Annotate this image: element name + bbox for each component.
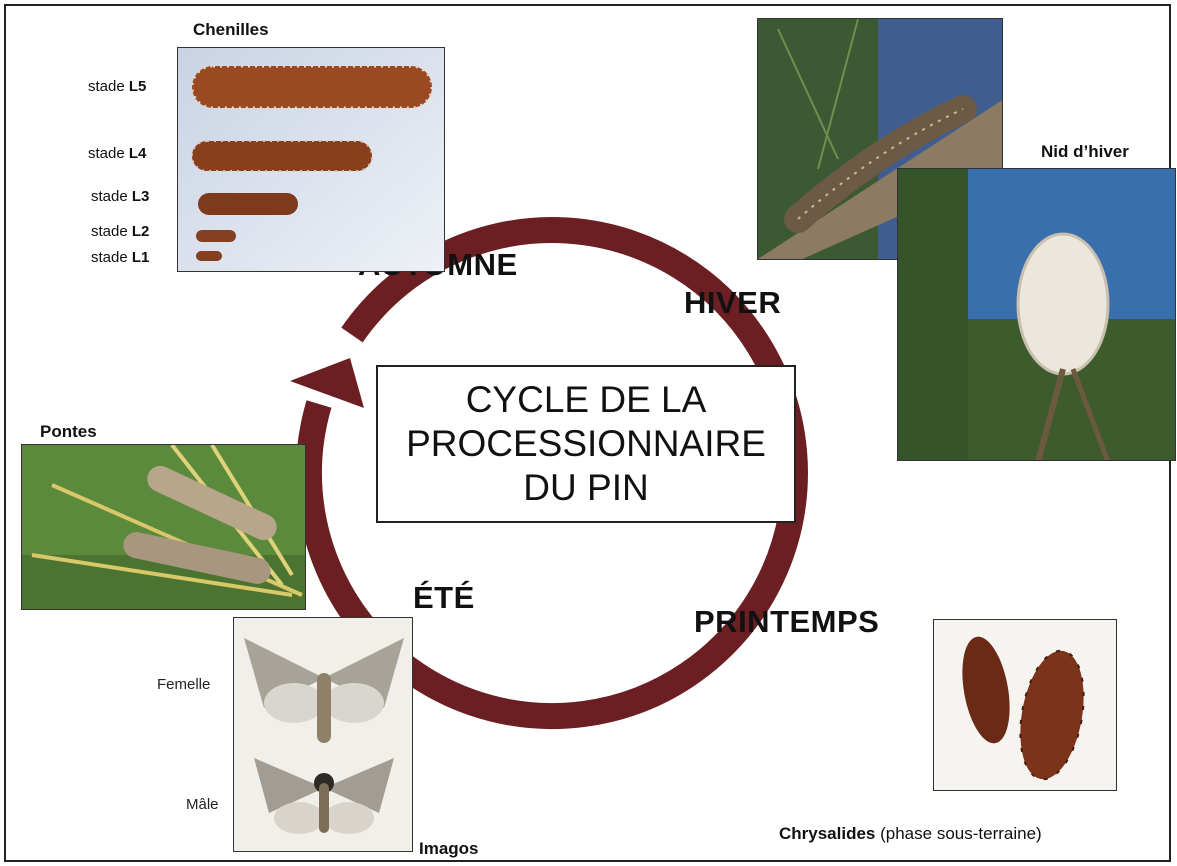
adults-label: Imagos bbox=[419, 839, 479, 859]
stage-l3: stade L3 bbox=[91, 188, 149, 205]
eggs-photo bbox=[21, 444, 306, 610]
title-line-1: CYCLE DE LA bbox=[466, 378, 707, 422]
adults-photo bbox=[233, 617, 413, 852]
title-line-2: PROCESSIONNAIRE bbox=[406, 422, 766, 466]
caterpillars-photo bbox=[177, 47, 445, 272]
cycle-title-box: CYCLE DE LA PROCESSIONNAIRE DU PIN bbox=[376, 365, 796, 523]
stage-l2: stade L2 bbox=[91, 223, 149, 240]
winter-nest-label: Nid d’hiver bbox=[1041, 142, 1129, 162]
female-label: Femelle bbox=[157, 676, 210, 693]
cycle-arrowhead bbox=[290, 358, 364, 408]
stage-l4: stade L4 bbox=[88, 145, 146, 162]
stage-l5: stade L5 bbox=[88, 78, 146, 95]
season-winter: HIVER bbox=[684, 285, 781, 321]
pupae-photo bbox=[933, 619, 1117, 791]
pupae-caption: Chrysalides (phase sous-terraine) bbox=[779, 824, 1042, 844]
season-summer: ÉTÉ bbox=[413, 580, 475, 616]
season-spring: PRINTEMPS bbox=[694, 604, 879, 640]
male-label: Mâle bbox=[186, 796, 219, 813]
caterpillars-label: Chenilles bbox=[193, 20, 269, 40]
winter-nest-photo bbox=[897, 168, 1176, 461]
eggs-label: Pontes bbox=[40, 422, 97, 442]
stage-l1: stade L1 bbox=[91, 249, 149, 266]
title-line-3: DU PIN bbox=[523, 466, 648, 510]
